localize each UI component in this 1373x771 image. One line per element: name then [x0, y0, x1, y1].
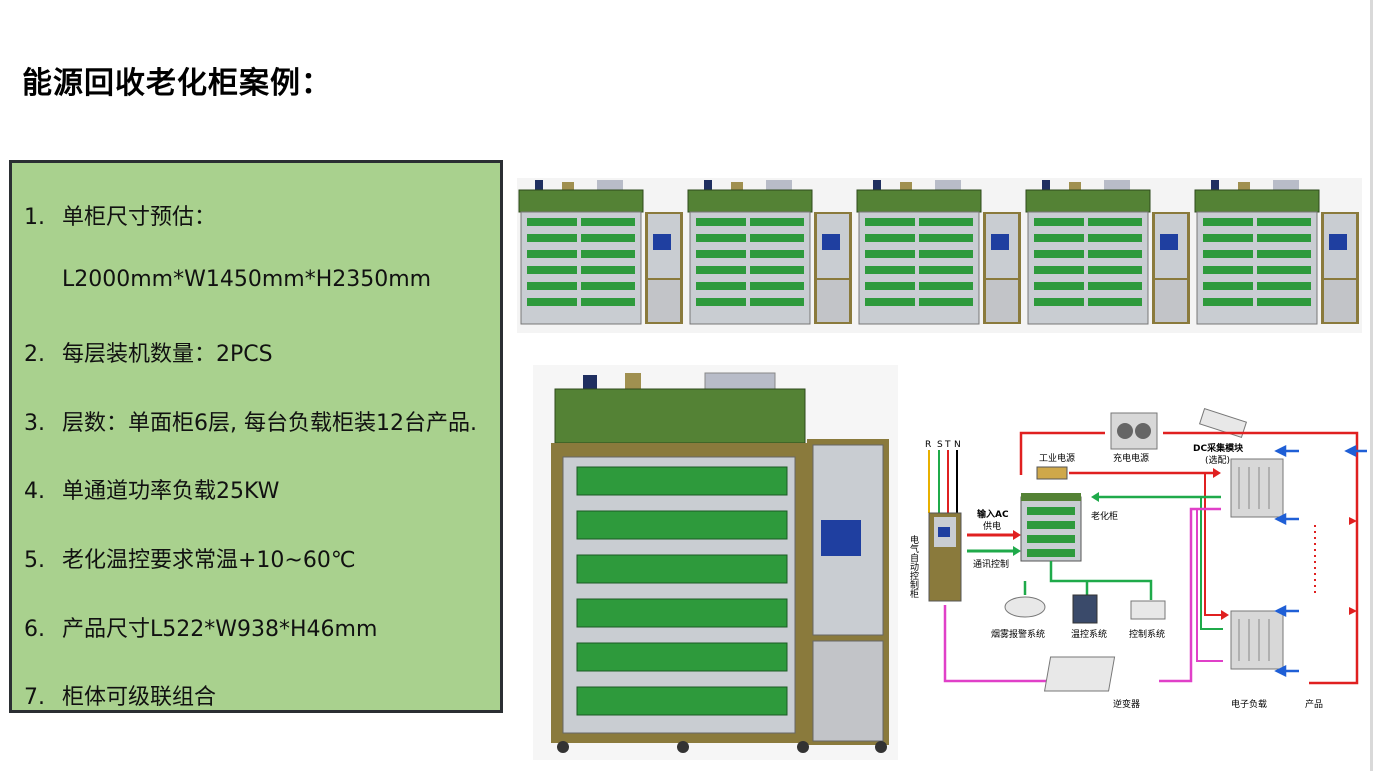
inverter-label: 逆变器: [1113, 698, 1140, 710]
comm-control-label: 通讯控制: [973, 558, 1009, 570]
smoke-alarm-label: 烟雾报警系统: [991, 628, 1045, 640]
electronic-load-label: 电子负载: [1231, 698, 1267, 710]
phase-t-label: T: [944, 440, 951, 450]
system-diagram: R S T N 电气自动控制柜 输入AC 供电 通讯控制 老化柜 工业电源 充电…: [908, 407, 1367, 710]
list-item: 3.层数：单面柜6层, 每台负载柜装12台产品.: [24, 411, 477, 436]
temp-control-label: 温控系统: [1071, 628, 1107, 640]
product-label: 产品: [1305, 698, 1323, 710]
control-system-label: 控制系统: [1129, 628, 1165, 640]
list-item: 6.产品尺寸L522*W938*H46mm: [24, 617, 378, 642]
cabinet-row-image: [517, 178, 1362, 333]
dc-module-label: DC采集模块: [1193, 442, 1244, 454]
optional-label: (选配): [1205, 454, 1230, 466]
aging-cabinet-label: 老化柜: [1091, 510, 1118, 522]
phase-n-label: N: [954, 440, 961, 450]
aging-cabinet-image: [533, 365, 898, 760]
list-item: 7.柜体可级联组合: [24, 685, 217, 710]
slide-edge: [1370, 0, 1373, 771]
list-item: 1.单柜尺寸预估：: [24, 205, 217, 230]
list-item: 4.单通道功率负载25KW: [24, 479, 280, 504]
list-item: 2.每层装机数量：2PCS: [24, 342, 273, 367]
industrial-power-label: 工业电源: [1039, 452, 1075, 464]
control-cabinet-label: 电气自动控制柜: [908, 534, 919, 599]
list-item: 5.老化温控要求常温+10~60℃: [24, 548, 356, 573]
list-item: L2000mm*W1450mm*H2350mm: [62, 267, 432, 292]
spec-panel: 1.单柜尺寸预估： L2000mm*W1450mm*H2350mm 2.每层装机…: [9, 160, 503, 713]
supply-label: 供电: [983, 520, 1001, 532]
phase-r-label: R: [925, 440, 931, 450]
ac-input-label: 输入AC: [977, 508, 1009, 520]
charging-power-label: 充电电源: [1113, 452, 1149, 464]
phase-s-label: S: [937, 440, 943, 450]
page-title: 能源回收老化柜案例：: [22, 66, 332, 101]
